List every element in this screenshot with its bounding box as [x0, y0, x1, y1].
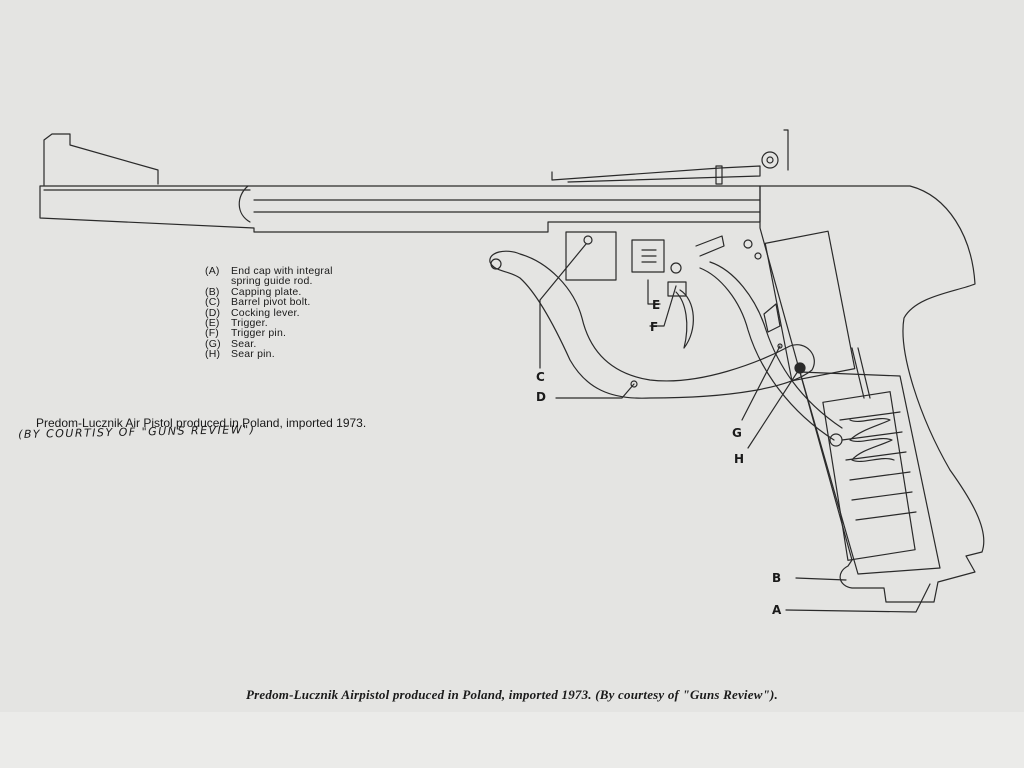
- label-E: E: [652, 298, 661, 312]
- spring-tube: [799, 371, 941, 575]
- legend-text-continued: spring guide rod.: [231, 275, 313, 288]
- leader-G: [741, 345, 781, 421]
- leader-C: [539, 243, 587, 369]
- cocking-lever: [489, 250, 815, 399]
- legend-item: (E) Trigger.: [205, 317, 333, 330]
- label-B: B: [772, 571, 782, 585]
- legend-key: (H): [205, 348, 221, 361]
- grip-frame: [759, 185, 985, 603]
- rear-sight: [551, 165, 761, 183]
- leader-A: [785, 583, 931, 613]
- legend-item: (B) Capping plate.: [205, 285, 333, 298]
- typed-note: Predom-Lucznik Air Pistol produced in Po…: [36, 416, 367, 430]
- leader-E: [647, 279, 661, 305]
- figure-caption: Predom-Lucznik Airpistol produced in Pol…: [246, 687, 778, 702]
- legend-text: Cocking lever.: [231, 306, 300, 319]
- barrel: [39, 185, 761, 233]
- legend-key: (C): [205, 296, 221, 309]
- legend-key: (A): [205, 265, 220, 277]
- legend-key: (G): [205, 337, 221, 350]
- leader-H: [747, 367, 801, 449]
- legend-item: (C) Barrel pivot bolt.: [205, 296, 333, 309]
- label-C: C: [536, 370, 545, 384]
- legend-text: Barrel pivot bolt.: [231, 296, 311, 309]
- legend-text: End cap with integral: [231, 265, 333, 277]
- front-sight: [43, 133, 159, 186]
- legend-key: (F): [205, 327, 220, 340]
- leader-B: [795, 577, 847, 581]
- label-A: A: [772, 603, 782, 617]
- label-D: D: [536, 390, 546, 404]
- legend-text: Trigger pin.: [231, 327, 287, 340]
- leader-D: [555, 383, 635, 399]
- leader-F: [649, 285, 677, 327]
- bottom-margin: [0, 712, 1024, 768]
- legend-text: Sear pin.: [231, 348, 275, 361]
- label-H: H: [734, 452, 745, 466]
- legend-item: (H) Sear pin.: [205, 348, 333, 361]
- legend-text: Trigger.: [231, 317, 268, 330]
- legend-item: (D) Cocking lever.: [205, 306, 333, 319]
- legend-item: (G) Sear.: [205, 337, 333, 350]
- legend-text: Sear.: [231, 337, 257, 350]
- label-F: F: [650, 320, 659, 334]
- trigger-blade: [675, 289, 694, 349]
- legend-key: (B): [205, 285, 220, 298]
- legend-item: (A) End cap with integral: [205, 265, 333, 277]
- legend-text: Capping plate.: [231, 285, 302, 298]
- legend-key: (E): [205, 317, 220, 330]
- legend-item: (F) Trigger pin.: [205, 327, 333, 340]
- label-G: G: [732, 426, 742, 440]
- legend-key: (D): [205, 306, 221, 319]
